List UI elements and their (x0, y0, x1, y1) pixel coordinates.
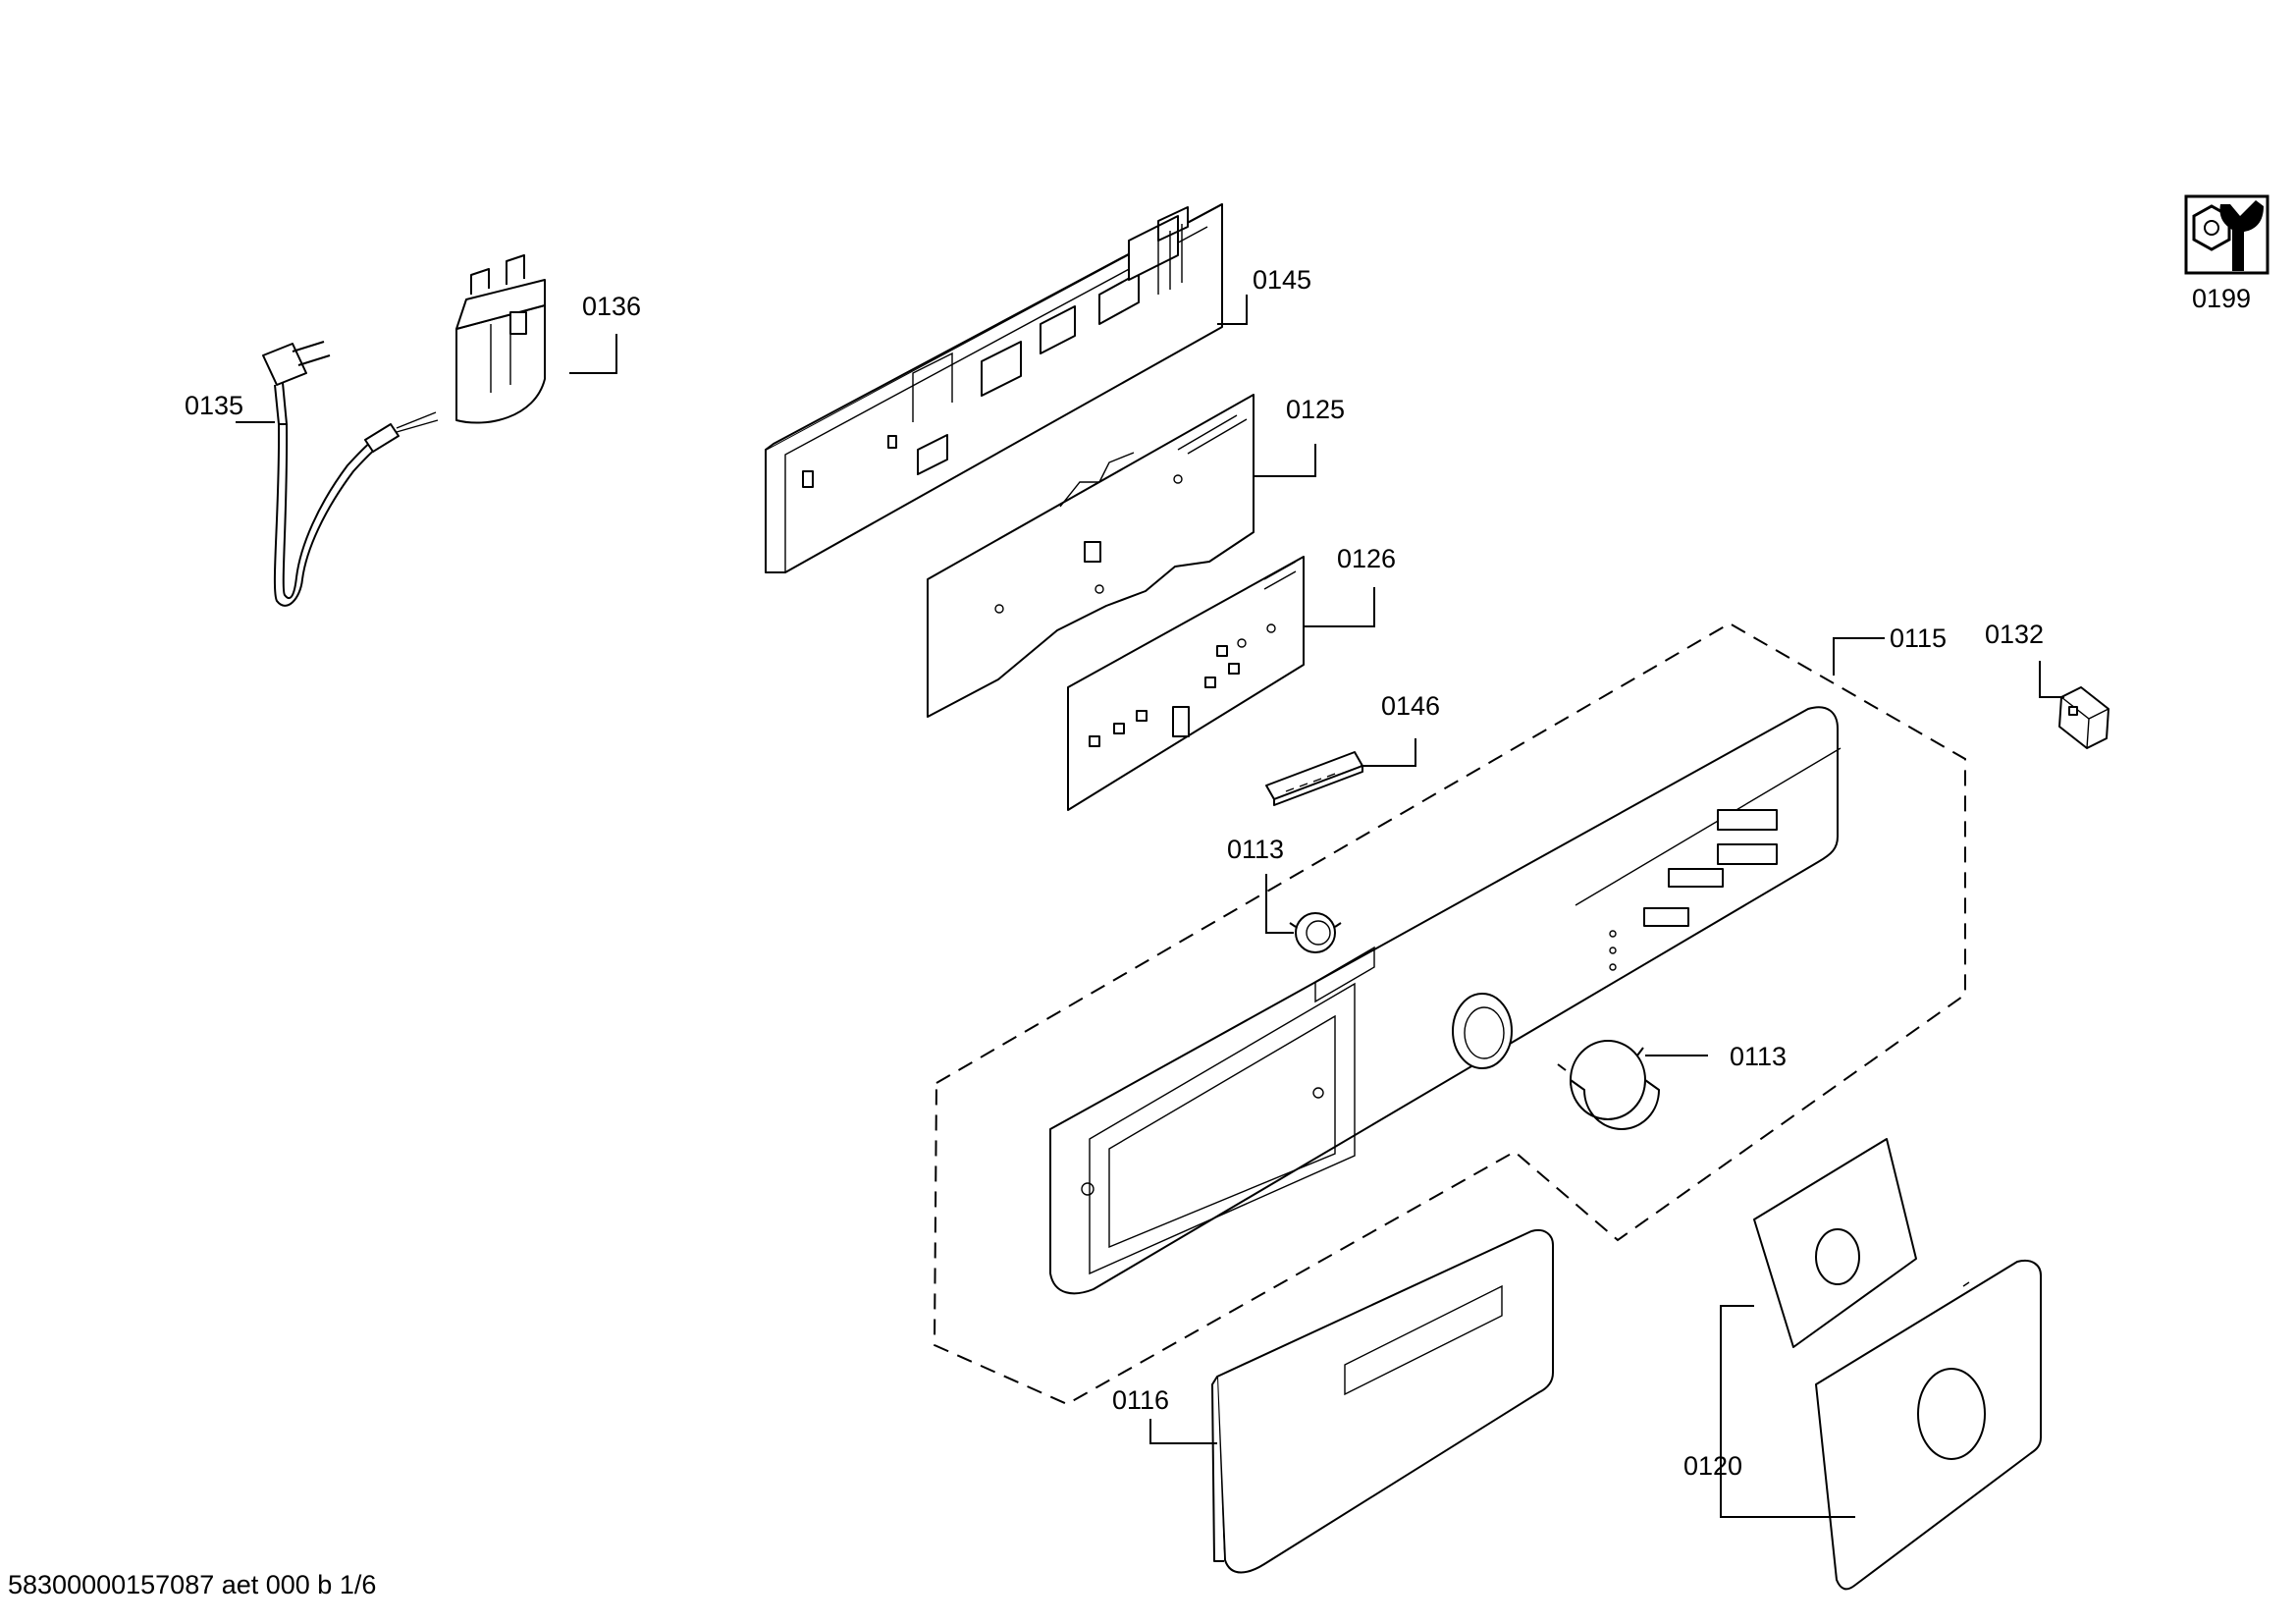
label-0146: 0146 (1381, 691, 1440, 721)
label-0113-knob: 0113 (1730, 1042, 1787, 1071)
clip-part (2058, 686, 2109, 749)
label-0126: 0126 (1337, 544, 1396, 573)
fascia-assembly-outline (933, 622, 1966, 1406)
document-footer: 58300000157087 aet 000 b 1/6 (8, 1570, 376, 1599)
circuit-board-part (927, 394, 1255, 718)
leader-lines (236, 295, 2064, 1518)
label-0132: 0132 (1985, 620, 2044, 649)
interference-filter-part (455, 254, 546, 424)
drawer-handle-part (1211, 1229, 1554, 1574)
decor-panel-part (1753, 1138, 2042, 1591)
label-0115: 0115 (1890, 623, 1947, 653)
label-0136: 0136 (582, 292, 641, 321)
label-0145: 0145 (1253, 265, 1311, 295)
label-0116: 0116 (1112, 1385, 1169, 1415)
label-0125: 0125 (1286, 395, 1345, 424)
fascia-panel-part (1049, 706, 1842, 1295)
display-board-part (1067, 556, 1305, 811)
wrench-nut-icon (2184, 194, 2269, 275)
label-0135: 0135 (185, 391, 243, 420)
power-cord-part (262, 341, 439, 607)
control-housing-part (765, 203, 1223, 573)
label-0113-ring: 0113 (1227, 835, 1284, 864)
label-0120: 0120 (1683, 1451, 1742, 1481)
program-knob-part (1557, 1040, 1660, 1130)
label-0199: 0199 (2192, 284, 2251, 313)
display-module-part (1265, 751, 1363, 806)
knob-ring-part (1289, 912, 1342, 953)
